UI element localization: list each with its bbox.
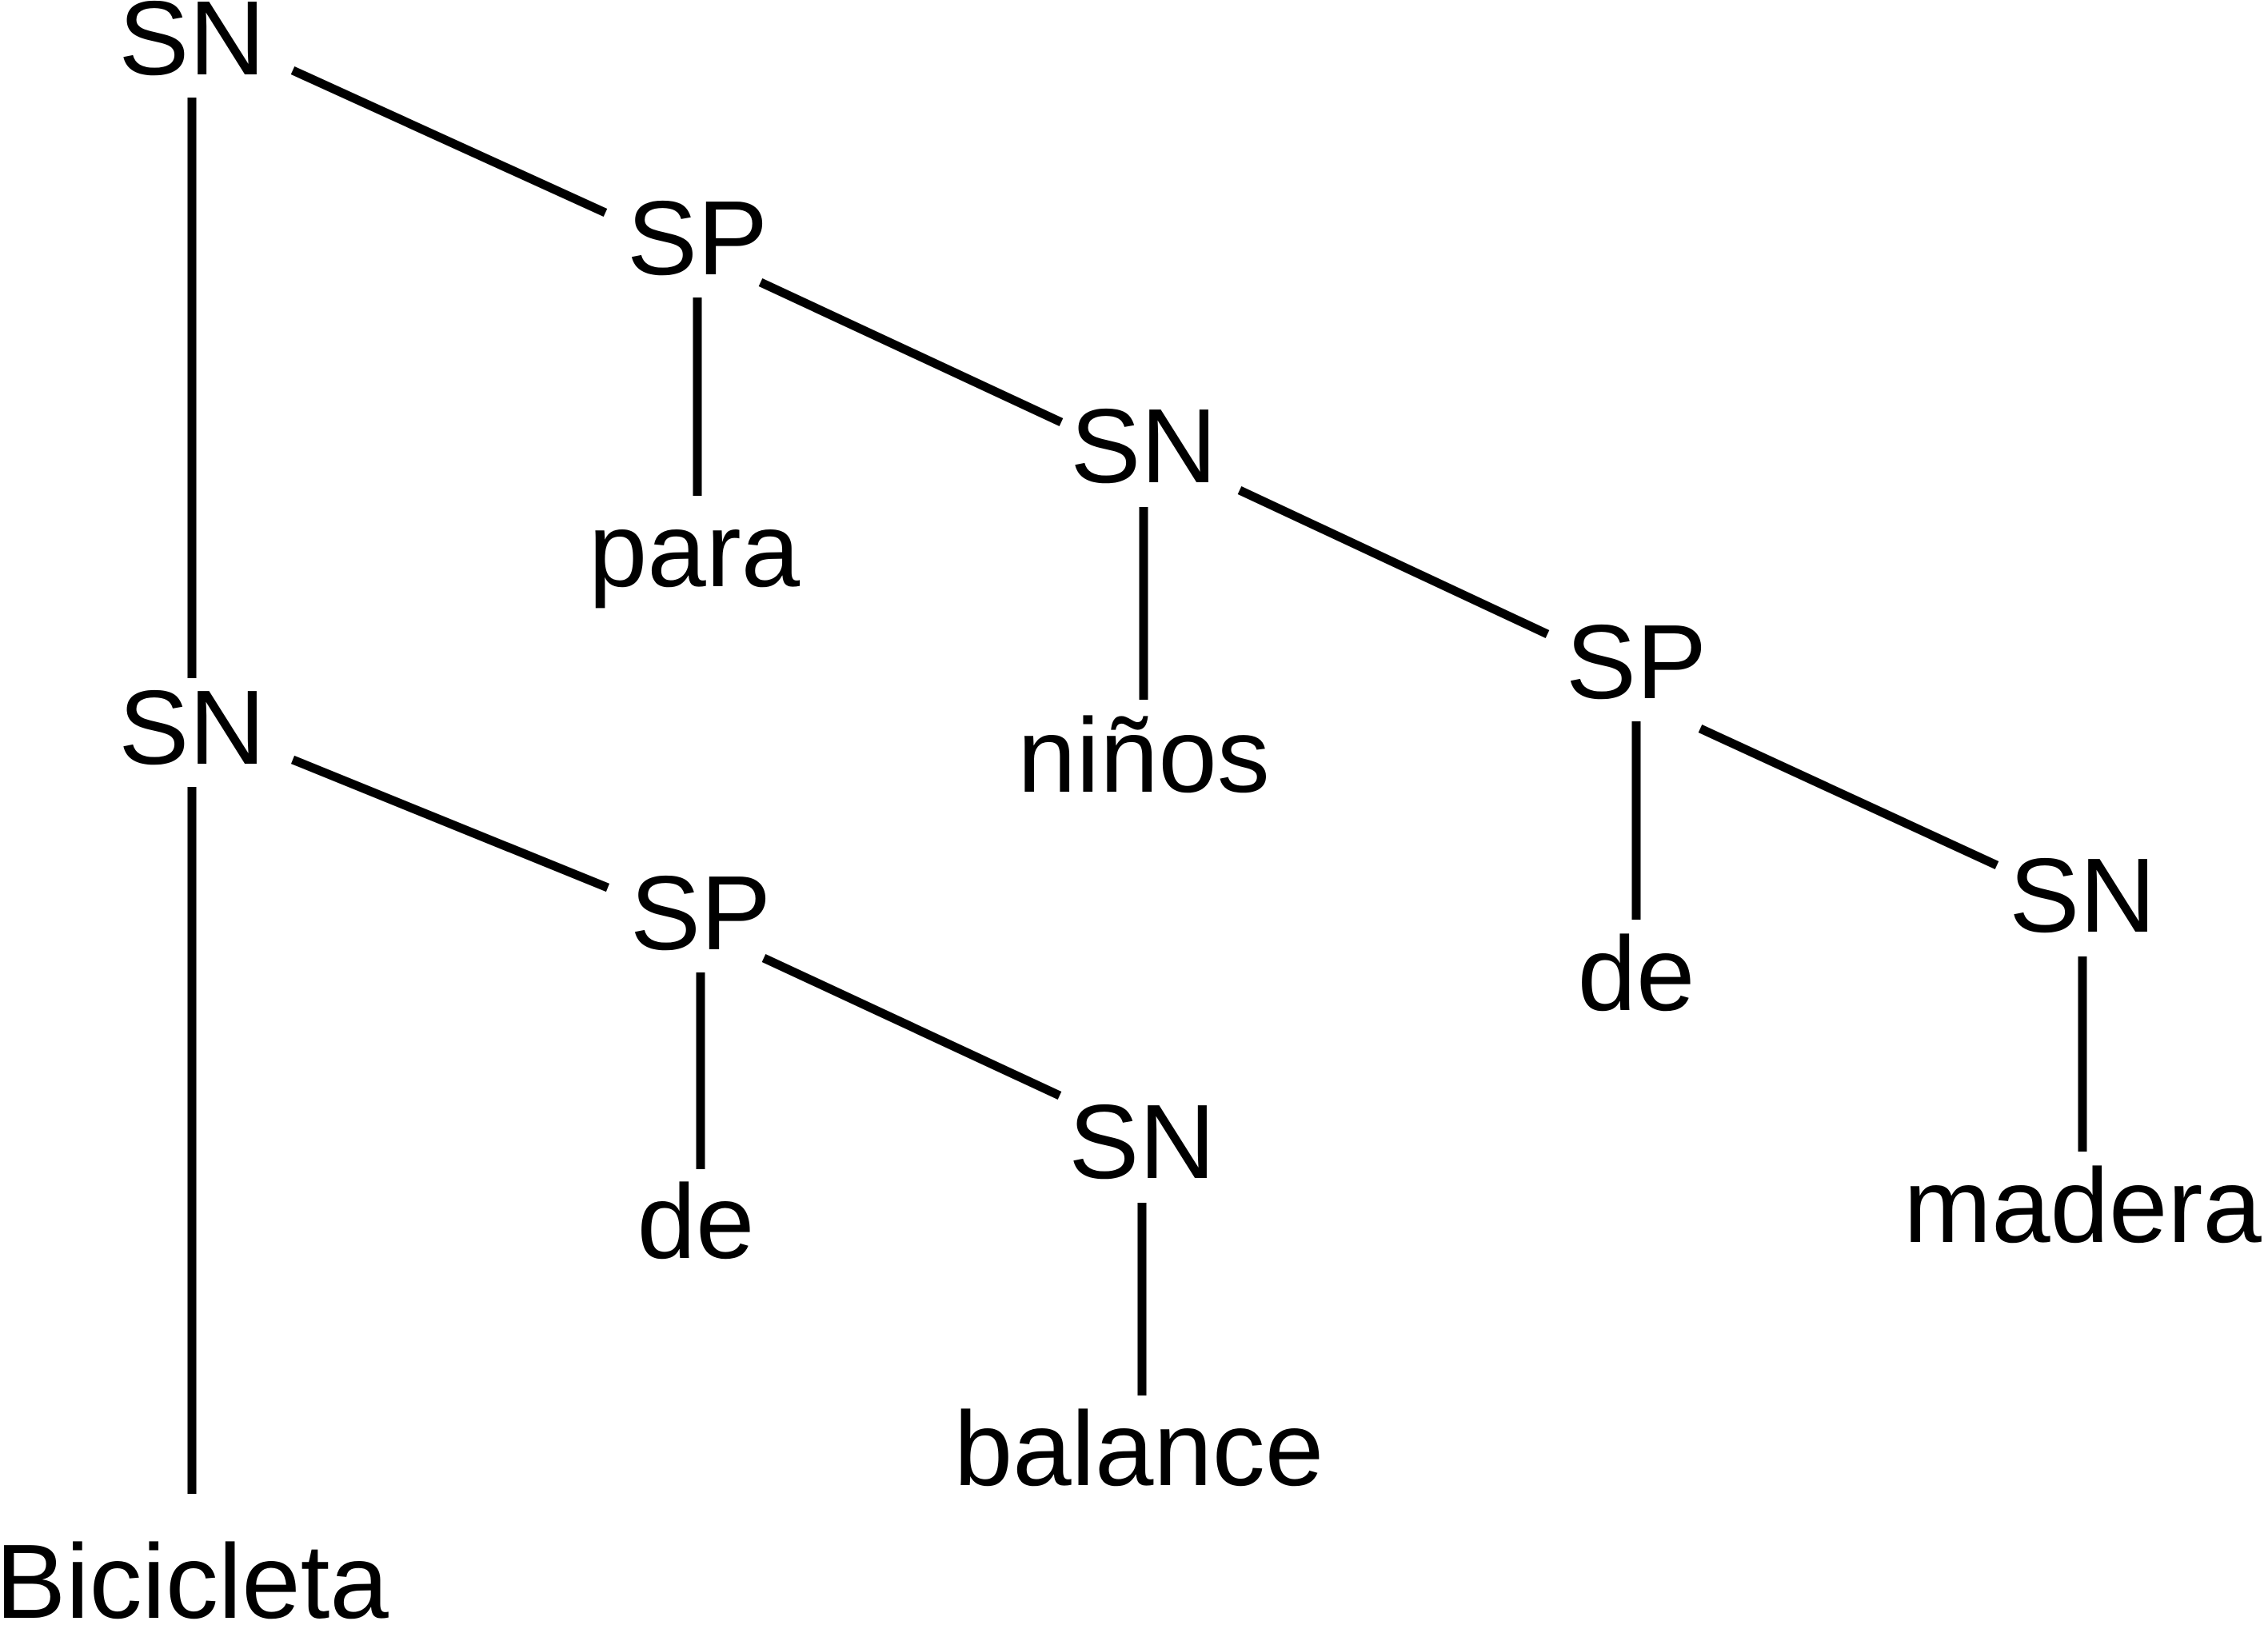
tree-node-sn-bici: SN <box>118 669 266 786</box>
tree-leaf-w-para: para <box>588 491 801 609</box>
tree-node-sp-para: SP <box>626 179 769 297</box>
tree-leaf-w-bicicleta: Bicicleta <box>0 1523 389 1640</box>
tree-node-sp-de-madera: SP <box>1565 603 1707 721</box>
tree-leaf-w-ninos: niños <box>1017 697 1270 814</box>
tree-leaf-w-balance: balance <box>953 1390 1324 1507</box>
tree-node-sn-balance: SN <box>1068 1083 1216 1200</box>
tree-edge-e-spdebal-snbal <box>761 954 1062 1100</box>
edge-group <box>187 66 2087 1494</box>
tree-node-sn-root: SN <box>118 0 266 97</box>
tree-leaf-w-de-bal: de <box>637 1163 755 1280</box>
tree-edge-e-snninos-spde <box>1237 486 1550 638</box>
tree-edge-e-snbici-spdebal <box>290 755 610 892</box>
tree-node-sn-madera: SN <box>2009 836 2156 954</box>
tree-edge-e-sppara-snninos <box>758 278 1064 426</box>
tree-node-sn-ninos: SN <box>1070 387 1217 505</box>
tree-leaf-w-madera: madera <box>1903 1147 2262 1264</box>
tree-leaf-w-de-madera: de <box>1577 915 1695 1032</box>
tree-node-sp-de-bal: SP <box>629 854 772 972</box>
tree-edge-e-spde-snmadera <box>1698 725 1999 869</box>
tree-edge-e-snroot-sppara <box>290 66 608 218</box>
